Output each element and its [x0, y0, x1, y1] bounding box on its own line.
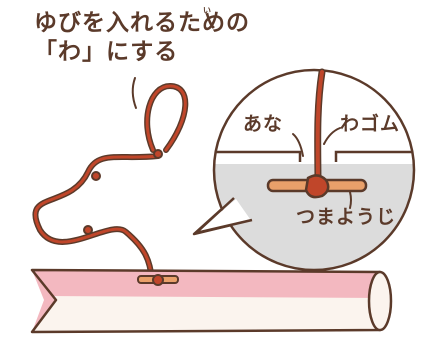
tube-toothpick: [137, 274, 179, 286]
hole-leader-line: [292, 133, 304, 157]
callout-toothpick: [266, 174, 368, 199]
toothpick-leader-line: [349, 191, 352, 209]
paper-tube: [30, 268, 393, 334]
hole-label: あな: [243, 113, 284, 135]
toothpick-label: つまようじ: [296, 206, 397, 228]
knot-loop: [153, 149, 163, 159]
caption-line-2: 「わ」にする: [34, 39, 179, 65]
knot-lower: [83, 225, 93, 235]
rubber-leader-line: [323, 127, 341, 145]
rubber-band-string: [32, 83, 189, 283]
caption-line-1: ゆびを入れるための: [34, 10, 250, 36]
rubber-band-label: わゴム: [340, 113, 401, 135]
caption-ruby: い: [203, 6, 211, 15]
caption-leader-line: [131, 77, 137, 109]
knot-middle: [91, 171, 101, 181]
string-knots: [83, 149, 163, 235]
